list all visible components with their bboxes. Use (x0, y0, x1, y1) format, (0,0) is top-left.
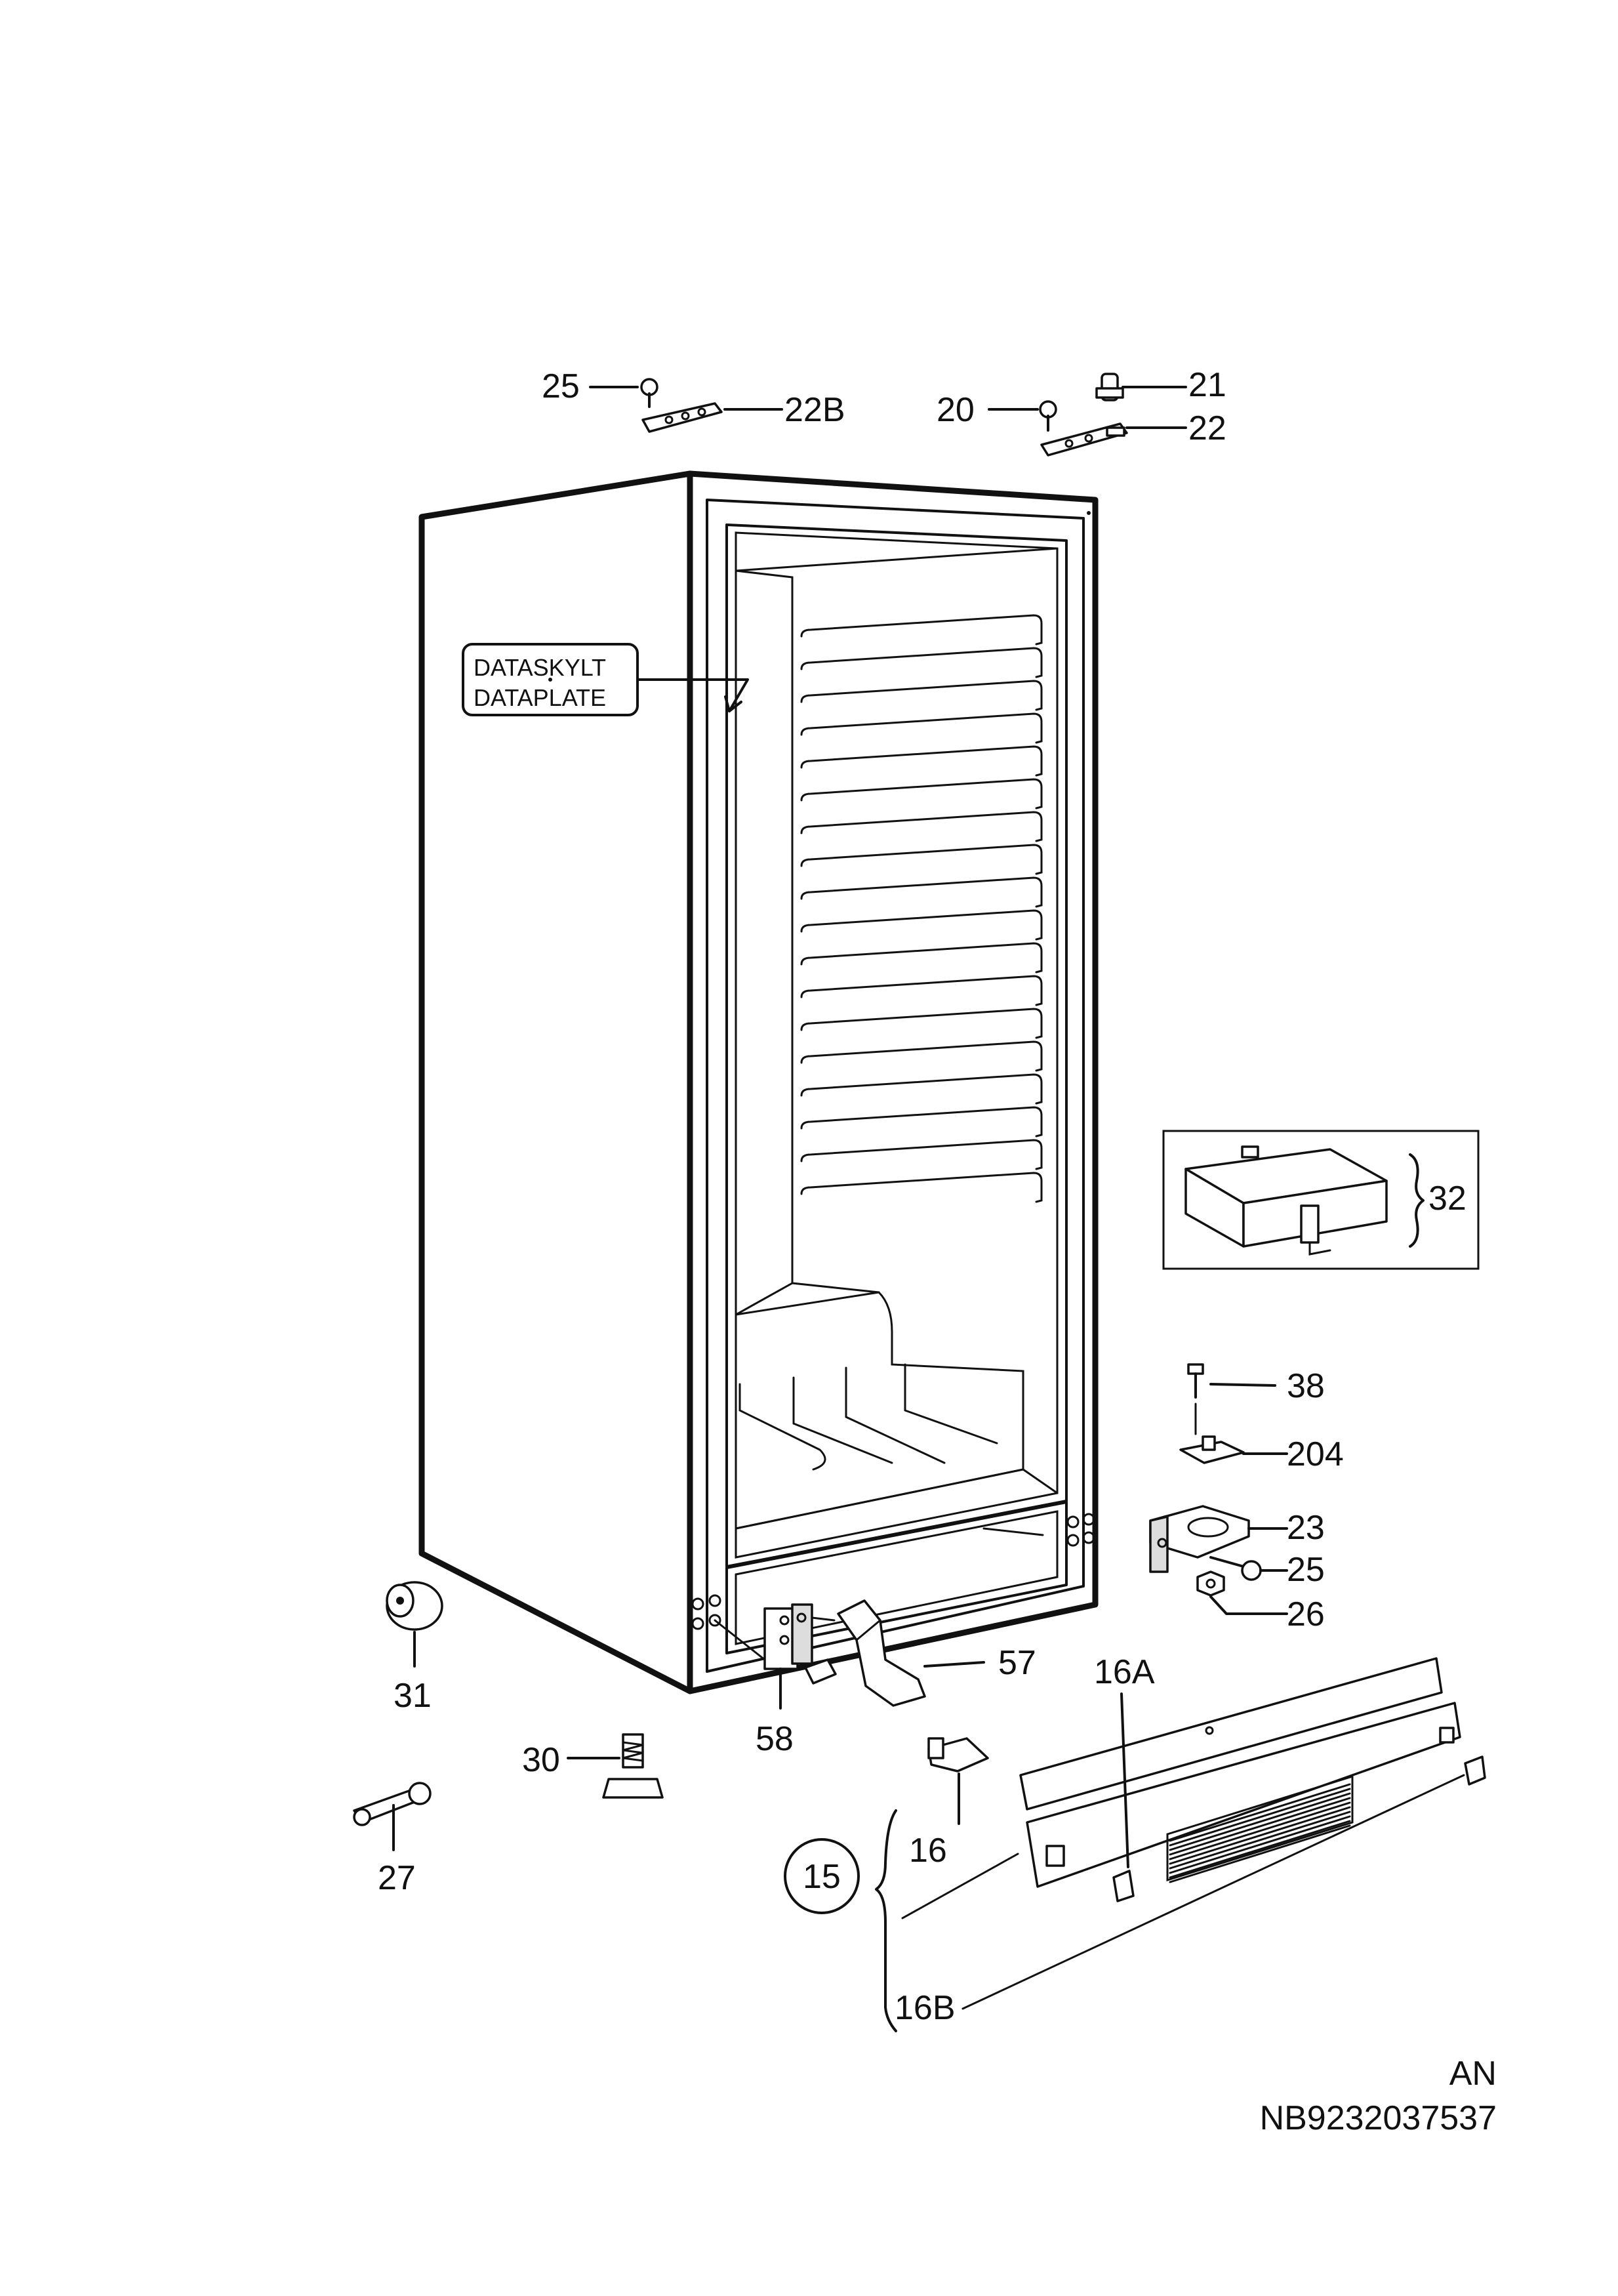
grille-slat (1169, 1783, 1351, 1842)
label-25-low: 25 (1287, 1551, 1325, 1589)
cabinet-back-edge (735, 547, 1059, 572)
grille-slat (1169, 1824, 1351, 1883)
evaporator-tube-1 (738, 1383, 826, 1471)
shelf-rib (800, 647, 1043, 678)
part-22-hinge-plate (1040, 422, 1187, 457)
part-16A-kickplate (1019, 1657, 1461, 1888)
dataplate-callout (462, 643, 749, 716)
evaporator-tube-2 (792, 1376, 893, 1464)
part-26-nut (1196, 1570, 1288, 1615)
part-31-foot (386, 1581, 443, 1668)
cabinet (418, 470, 1099, 1694)
shelf-rib (800, 1040, 1043, 1072)
grille-slat (1169, 1820, 1351, 1879)
grille-slat (1169, 1815, 1351, 1874)
top-marker-dot (1087, 511, 1091, 515)
cabinet-front-border (706, 499, 1085, 1673)
kick-plate-inner (735, 1510, 1059, 1645)
footer-lang: AN (1449, 2055, 1497, 2093)
label-16: 16 (909, 1832, 947, 1870)
evaporator-tube-4 (904, 1363, 998, 1445)
shelf-rib (800, 844, 1043, 875)
shelf-rib (800, 1106, 1043, 1138)
label-25-top: 25 (542, 367, 580, 405)
part-30-adjustable-foot (567, 1733, 664, 1799)
label-38: 38 (1287, 1367, 1325, 1405)
part-58-hinge (714, 1603, 837, 1710)
label-57: 57 (998, 1644, 1036, 1682)
part-20-screw (988, 400, 1057, 432)
hinge-holes-right (1066, 1513, 1095, 1547)
grille-slat (1169, 1801, 1351, 1860)
part-21-pin (1095, 373, 1187, 401)
part-16-clip (927, 1737, 989, 1825)
label-16A: 16A (1094, 1653, 1155, 1691)
part-38-screw (1187, 1363, 1276, 1435)
shelf-rib (800, 1008, 1043, 1039)
footer-code: NB9232037537 (1260, 2099, 1497, 2137)
kick-plate-vent (982, 1527, 1044, 1536)
label-27: 27 (378, 1859, 416, 1897)
label-31: 31 (394, 1677, 432, 1715)
label-21: 21 (1188, 366, 1226, 404)
grille-slat (1169, 1797, 1351, 1856)
label-23: 23 (1287, 1509, 1325, 1547)
label-32: 32 (1428, 1179, 1466, 1218)
dataplate-text: DATASKYLT DATAPLATE (474, 654, 606, 711)
part-16B-caps (901, 1755, 1486, 2010)
grille-lines (1169, 1783, 1351, 1883)
shelf-rib (800, 811, 1043, 842)
kick-plate-frame (725, 1501, 1068, 1654)
shelf-rib (800, 614, 1043, 646)
dataplate-line1: DATASKYLT (474, 654, 606, 681)
shelf-rib (800, 975, 1043, 1006)
cabinet-floor (735, 1291, 1024, 1530)
label-15: 15 (803, 1858, 841, 1896)
part-27-spanner (353, 1782, 432, 1851)
grille-slat (1169, 1792, 1351, 1851)
evaporator-tube-3 (845, 1366, 946, 1464)
label-20: 20 (937, 391, 975, 429)
part-number-labels: 25 22B 20 21 22 32 38 204 23 25 26 57 16… (378, 366, 1466, 2027)
cabinet-liner-opening (725, 523, 1068, 1568)
part-23-hinge (1149, 1505, 1288, 1573)
shelf-rib (800, 1139, 1043, 1170)
label-26: 26 (1287, 1595, 1325, 1633)
label-22: 22 (1188, 409, 1226, 447)
label-16B: 16B (895, 1989, 956, 2027)
part-57-handle (837, 1599, 985, 1707)
dataplate-line2: DATAPLATE (474, 684, 606, 711)
grille-slat (1169, 1806, 1351, 1865)
cabinet-floor-lip (735, 1468, 1059, 1530)
shelf-rib (800, 680, 1043, 711)
shelf-rib (800, 1172, 1043, 1203)
part-22B-hinge-plate (641, 402, 783, 433)
shelf-rib (800, 1073, 1043, 1105)
label-30: 30 (522, 1741, 560, 1779)
shelf-rib (800, 745, 1043, 777)
shelf-rib (800, 942, 1043, 974)
cabinet-back-right-edge (791, 576, 880, 1294)
shelf-rib (800, 876, 1043, 908)
label-22B: 22B (784, 391, 845, 429)
grille-slat (1169, 1811, 1351, 1870)
footer: AN NB9232037537 (1260, 2055, 1497, 2137)
shelf-rib (800, 712, 1043, 744)
part-25-low-screw (1209, 1556, 1288, 1581)
shelf-rib (800, 909, 1043, 941)
shelf-rib (800, 778, 1043, 810)
part-32-box (1162, 1130, 1480, 1270)
part-25-top-screw (589, 378, 658, 408)
label-204: 204 (1287, 1435, 1344, 1473)
part-15-assembly-bracket (784, 1809, 897, 2032)
label-58: 58 (756, 1720, 794, 1758)
part-204-bracket (1179, 1435, 1288, 1464)
grille-slat (1169, 1788, 1351, 1847)
shelf-ribs (800, 614, 1043, 1203)
hinge-holes-left (691, 1594, 721, 1630)
